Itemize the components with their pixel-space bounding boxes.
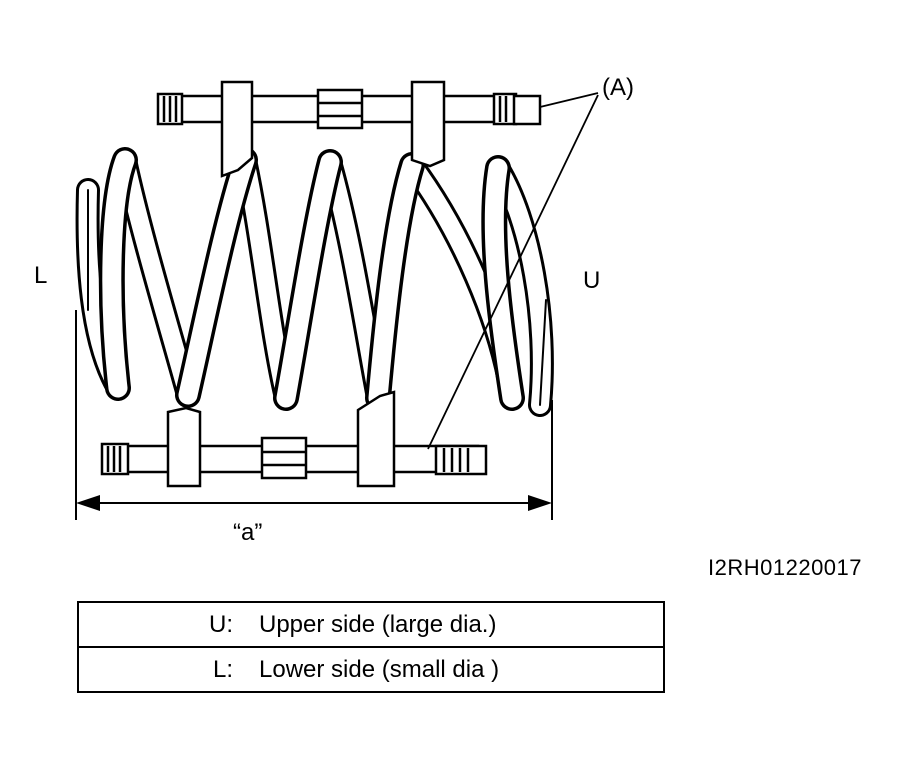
lower-hook-left xyxy=(166,406,202,488)
legend-description: Lower side (small dia ) xyxy=(259,655,500,683)
dimension-a xyxy=(75,310,553,520)
coil-front-strands xyxy=(98,147,525,411)
upper-hook-left xyxy=(220,80,254,178)
lower-hook-right xyxy=(356,390,396,488)
legend-description: Upper side (large dia.) xyxy=(259,610,497,638)
part-a-label: (A) xyxy=(602,74,634,101)
coil-spring-diagram xyxy=(75,80,599,520)
legend-key: L: xyxy=(212,655,233,683)
dimension-a-label: “a” xyxy=(233,519,263,546)
legend-table: U: Upper side (large dia.) L: Lower side (… xyxy=(77,601,665,693)
lower-center-nut xyxy=(260,436,308,480)
legend-key: U: xyxy=(209,610,233,638)
part-a-leaders xyxy=(427,92,599,450)
coil-spring xyxy=(75,147,554,417)
legend-row: L: Lower side (small dia ) xyxy=(77,646,665,693)
upper-hook-right xyxy=(410,80,446,168)
upper-compressor-tool xyxy=(156,80,542,178)
spring-upper-end xyxy=(539,299,547,406)
figure-code: I2RH01220017 xyxy=(708,555,863,580)
lower-side-label: L xyxy=(34,262,48,289)
upper-center-nut xyxy=(316,88,364,130)
upper-side-label: U xyxy=(583,267,601,294)
upper-nut-right xyxy=(512,94,542,126)
legend-row: U: Upper side (large dia.) xyxy=(77,601,665,648)
lower-compressor-tool xyxy=(100,390,488,488)
